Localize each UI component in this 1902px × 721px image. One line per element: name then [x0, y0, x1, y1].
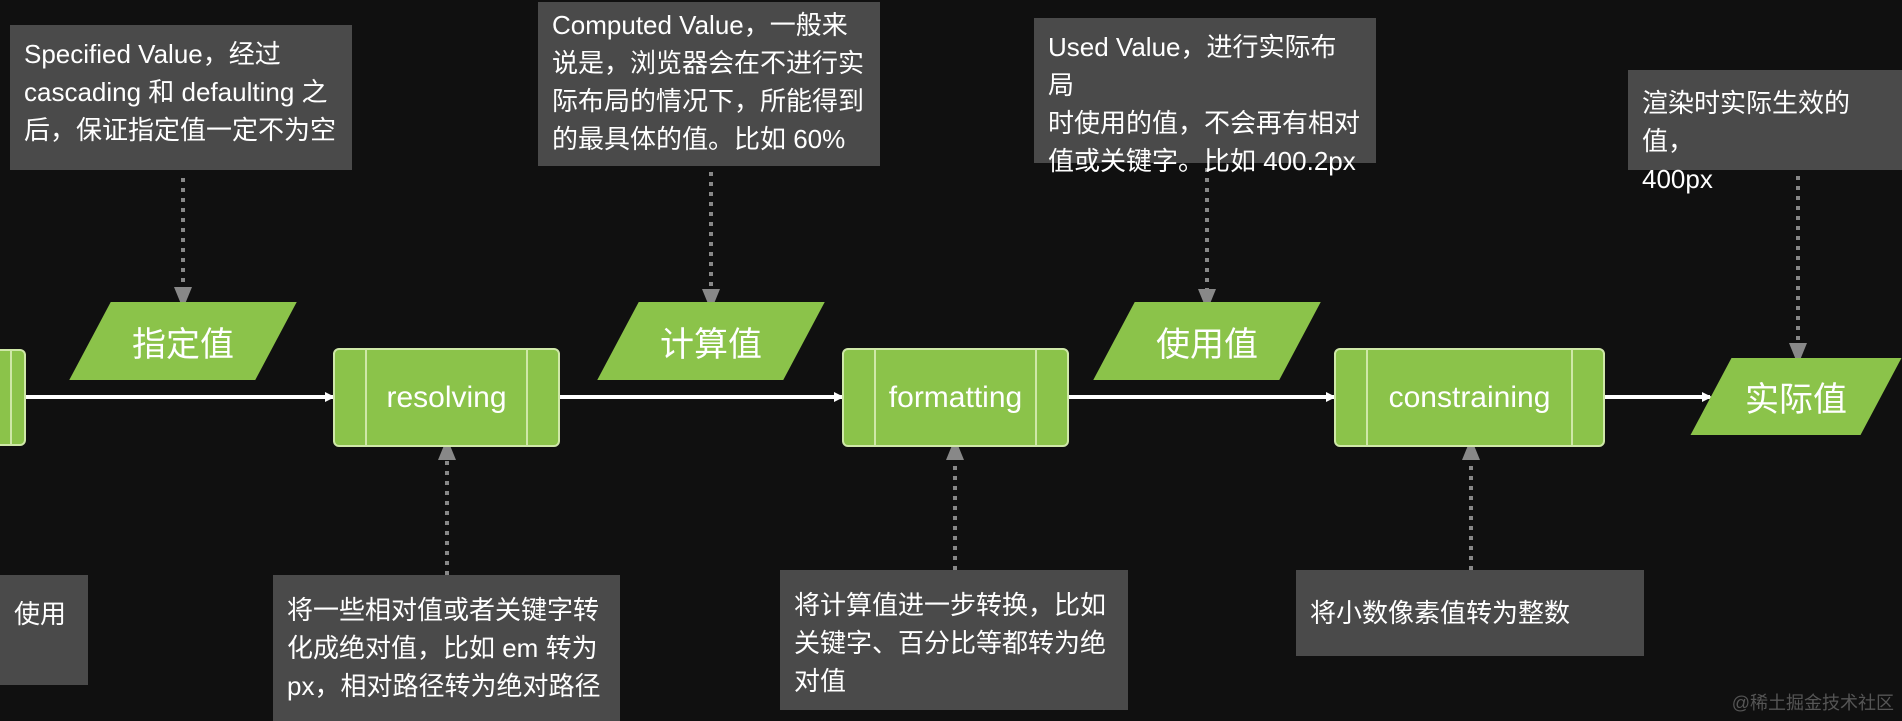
value-computed: 计算值 [597, 302, 825, 380]
process-node-partial [0, 349, 26, 446]
note-resolving: 将一些相对值或者关键字转 化成绝对值，比如 em 转为 px，相对路径转为绝对路… [273, 575, 620, 721]
note-constraining: 将小数像素值转为整数 [1296, 570, 1644, 656]
note-specified-value: Specified Value，经过 cascading 和 defaultin… [10, 25, 352, 170]
process-resolving: resolving [333, 348, 560, 447]
note-used-value: Used Value，进行实际布局 时使用的值，不会再有相对 值或关键字。比如 … [1034, 18, 1376, 176]
value-actual: 实际值 [1690, 358, 1902, 435]
watermark: @稀土掘金技术社区 [1731, 693, 1894, 713]
note-formatting: 将计算值进一步转换，比如 关键字、百分比等都转为绝 对值 [780, 570, 1128, 710]
note-computed-value: Computed Value，一般来 说是，浏览器会在不进行实 际布局的情况下，… [538, 2, 880, 166]
note-actual-value: 渲染时实际生效的值， 400px [1628, 70, 1902, 194]
note-left-partial: 使用 [0, 575, 88, 685]
process-constraining: constraining [1334, 348, 1605, 447]
value-used: 使用值 [1093, 302, 1321, 380]
process-formatting: formatting [842, 348, 1069, 447]
value-specified: 指定值 [69, 302, 297, 380]
